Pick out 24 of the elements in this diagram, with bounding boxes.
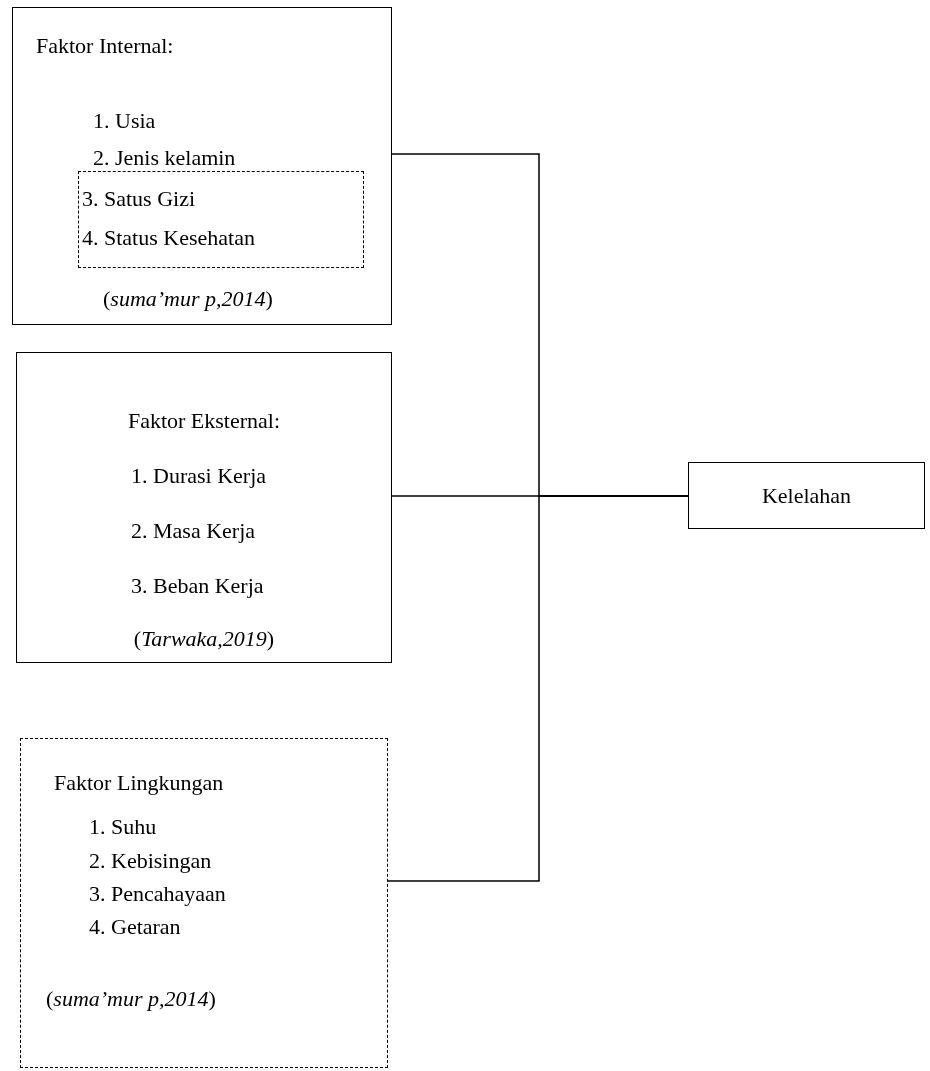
list-item: 4. Getaran — [89, 914, 181, 940]
node-heading: Kelelahan — [760, 483, 853, 509]
dashed-box — [78, 171, 364, 268]
list-item: 4. Status Kesehatan — [82, 225, 255, 251]
list-item: 2. Masa Kerja — [131, 518, 255, 544]
list-item: 3. Pencahayaan — [89, 881, 226, 907]
list-item: 2. Kebisingan — [89, 848, 212, 874]
node-heading: Faktor Eksternal: — [126, 408, 282, 434]
connector-line — [387, 495, 689, 882]
dashed-box — [20, 738, 388, 1068]
list-item: 1. Suhu — [89, 814, 157, 840]
citation: (suma’mur p,2014) — [103, 286, 273, 312]
list-item: 2. Jenis kelamin — [93, 145, 236, 171]
list-item: 1. Durasi Kerja — [131, 463, 266, 489]
citation: (suma’mur p,2014) — [46, 986, 216, 1012]
list-item: 1. Usia — [93, 108, 156, 134]
list-item: 3. Beban Kerja — [131, 573, 264, 599]
node-heading: Faktor Internal: — [36, 33, 174, 59]
text-box — [12, 7, 392, 325]
text-box — [688, 462, 925, 529]
text-box — [16, 352, 392, 663]
list-item: 3. Satus Gizi — [82, 186, 196, 212]
citation: (Tarwaka,2019) — [132, 626, 276, 652]
node-heading: Faktor Lingkungan — [54, 770, 224, 796]
